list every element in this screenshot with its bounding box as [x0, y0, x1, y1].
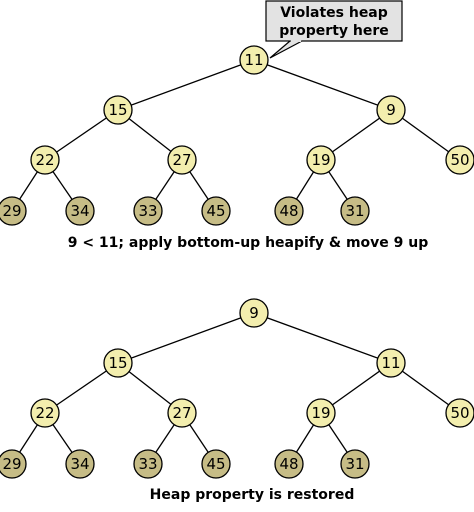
heap-node: 9 [376, 95, 406, 125]
node-circle [445, 145, 474, 175]
heap-node: 50 [445, 145, 474, 175]
node-circle [65, 449, 95, 479]
node-label: 48 [279, 202, 298, 220]
node-circle [30, 398, 60, 428]
heap-node: 34 [65, 449, 95, 479]
heap-node: 29 [0, 196, 27, 226]
node-label: 19 [311, 151, 330, 169]
heap-node: 34 [65, 196, 95, 226]
callout-line-1: Violates heap [280, 5, 388, 21]
node-circle [376, 348, 406, 378]
node-circle [239, 45, 269, 75]
node-label: 9 [386, 101, 396, 119]
heap-node: 27 [167, 398, 197, 428]
node-circle [376, 95, 406, 125]
heap-node: 29 [0, 449, 27, 479]
node-circle [274, 449, 304, 479]
node-circle [65, 196, 95, 226]
heap-node: 31 [340, 196, 370, 226]
edge-root-right [253, 312, 392, 364]
tree-before-caption: 9 < 11; apply bottom-up heapify & move 9… [68, 235, 429, 251]
node-label: 34 [70, 202, 89, 220]
callout-pointer [269, 40, 303, 59]
heap-node: 45 [201, 196, 231, 226]
tree-before: 11 15 9 22 27 19 [0, 45, 474, 251]
node-label: 11 [244, 51, 263, 69]
tree-before-edges [11, 59, 461, 212]
heap-node: 22 [30, 145, 60, 175]
node-circle [340, 196, 370, 226]
heap-node: 19 [306, 398, 336, 428]
tree-before-nodes: 11 15 9 22 27 19 [0, 45, 474, 226]
callout-annotation: Violates heap property here [265, 0, 403, 59]
node-label: 29 [2, 455, 21, 473]
node-circle [306, 145, 336, 175]
edge-15-22 [44, 109, 119, 161]
node-label: 15 [108, 354, 127, 372]
heap-node: 33 [133, 449, 163, 479]
node-circle [201, 196, 231, 226]
callout-line-2: property here [279, 23, 389, 39]
node-label: 15 [108, 101, 127, 119]
node-label: 19 [311, 404, 330, 422]
heap-node: 11 [376, 348, 406, 378]
heap-node: 45 [201, 449, 231, 479]
node-circle [201, 449, 231, 479]
node-label: 22 [35, 404, 54, 422]
heap-node: 22 [30, 398, 60, 428]
node-circle [340, 449, 370, 479]
node-label: 33 [138, 202, 157, 220]
node-label: 45 [206, 455, 225, 473]
heap-node: 27 [167, 145, 197, 175]
node-label: 11 [381, 354, 400, 372]
node-label: 27 [172, 404, 191, 422]
node-circle [167, 145, 197, 175]
heap-node: 15 [103, 95, 133, 125]
node-label: 31 [345, 455, 364, 473]
callout-box [265, 0, 403, 42]
node-circle [133, 196, 163, 226]
heap-node: 11 [239, 45, 269, 75]
heap-node: 19 [306, 145, 336, 175]
node-circle [167, 398, 197, 428]
heap-node: 48 [274, 449, 304, 479]
node-circle [0, 449, 27, 479]
heap-node: 31 [340, 449, 370, 479]
tree-after-edges [11, 312, 461, 465]
node-label: 29 [2, 202, 21, 220]
node-circle [306, 398, 336, 428]
tree-after-caption: Heap property is restored [150, 487, 355, 503]
node-circle [133, 449, 163, 479]
edge-root-left [117, 312, 255, 364]
tree-after: 9 15 11 22 27 19 [0, 298, 474, 503]
edge-root-right [253, 59, 392, 111]
node-label: 50 [450, 151, 469, 169]
node-label: 34 [70, 455, 89, 473]
heap-node: 48 [274, 196, 304, 226]
node-label: 48 [279, 455, 298, 473]
node-label: 31 [345, 202, 364, 220]
node-circle [239, 298, 269, 328]
node-circle [274, 196, 304, 226]
node-label: 22 [35, 151, 54, 169]
heap-node: 50 [445, 398, 474, 428]
node-circle [30, 145, 60, 175]
tree-after-nodes: 9 15 11 22 27 19 [0, 298, 474, 479]
heap-node: 9 [239, 298, 269, 328]
node-label: 27 [172, 151, 191, 169]
node-label: 33 [138, 455, 157, 473]
edge-root-left [117, 59, 255, 111]
node-circle [103, 95, 133, 125]
node-circle [103, 348, 133, 378]
heap-node: 33 [133, 196, 163, 226]
edge-15-22 [44, 362, 119, 414]
node-label: 50 [450, 404, 469, 422]
node-circle [0, 196, 27, 226]
node-label: 45 [206, 202, 225, 220]
node-circle [445, 398, 474, 428]
node-label: 9 [249, 304, 259, 322]
heap-node: 15 [103, 348, 133, 378]
